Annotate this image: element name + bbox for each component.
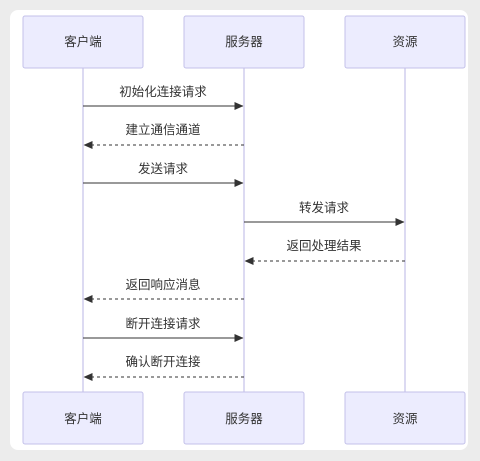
message-label: 初始化连接请求 (119, 84, 207, 99)
lifelines (82, 68, 406, 392)
message-label: 返回处理结果 (286, 238, 362, 253)
message-2: 建立通信通道 (83, 122, 244, 149)
participant-label: 资源 (392, 34, 418, 49)
participant-server-top: 服务器 (183, 15, 305, 69)
message-8: 确认断开连接 (83, 354, 244, 381)
message-label: 转发请求 (299, 200, 350, 215)
participant-label: 客户端 (64, 34, 102, 49)
message-6: 返回响应消息 (83, 277, 244, 303)
participant-resource-bottom: 资源 (344, 391, 466, 445)
participant-client-top: 客户端 (22, 15, 144, 69)
message-label: 建立通信通道 (125, 122, 201, 137)
message-label: 断开连接请求 (125, 316, 201, 331)
participant-server-bottom: 服务器 (183, 391, 305, 445)
message-4: 转发请求 (244, 200, 405, 226)
participant-client-bottom: 客户端 (22, 391, 144, 445)
participant-label: 资源 (392, 411, 418, 426)
message-1: 初始化连接请求 (83, 84, 244, 110)
participant-label: 服务器 (225, 411, 263, 426)
message-label: 发送请求 (138, 161, 189, 176)
message-7: 断开连接请求 (83, 316, 244, 342)
message-5: 返回处理结果 (244, 238, 405, 265)
participant-label: 服务器 (225, 34, 263, 49)
message-3: 发送请求 (83, 161, 244, 187)
message-label: 返回响应消息 (125, 277, 200, 292)
message-label: 确认断开连接 (125, 354, 201, 369)
participant-resource-top: 资源 (344, 15, 466, 69)
participant-label: 客户端 (64, 411, 102, 426)
